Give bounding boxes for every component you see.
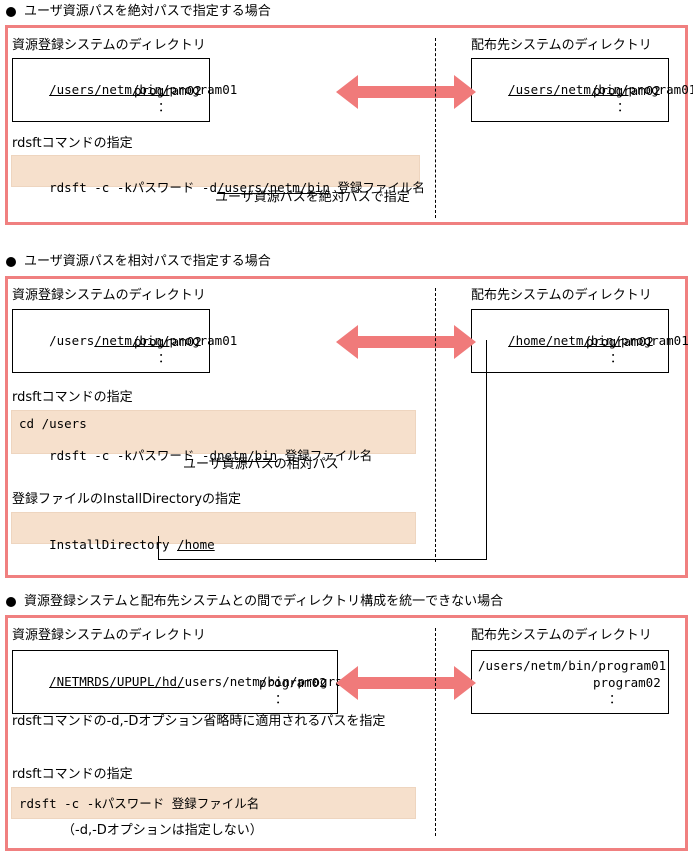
- cmd-note: ユーザ資源パスを絶対パスで指定: [215, 190, 410, 205]
- dest-path: /users/netm/bin/program01: [478, 658, 667, 673]
- source-ellipsis: ：: [158, 350, 171, 365]
- source-program02: program02: [134, 83, 202, 98]
- source-program02: program02: [259, 675, 327, 690]
- source-dir-box: /users/netm/bin/program01 program02 ：: [12, 58, 237, 122]
- source-program01: program01: [169, 82, 238, 97]
- source-ellipsis: ：: [275, 691, 288, 706]
- cmd-label: rdsftコマンドの指定: [12, 767, 133, 782]
- dest-program01: program01: [628, 82, 693, 97]
- section-heading: 資源登録システムと配布先システムとの間でディレクトリ構成を統一できない場合: [24, 594, 504, 609]
- cmd-text: rdsft -c -kパスワード 登録ファイル名: [19, 796, 260, 811]
- dest-dir-box: /home/netm/bin/program01 program02 ：: [471, 309, 689, 373]
- section-heading: ユーザ資源パスを絶対パスで指定する場合: [24, 4, 271, 19]
- source-path-plain: /users: [49, 333, 95, 348]
- cmd-line1: cd /users: [19, 416, 87, 431]
- install-box: InstallDirectory /home: [11, 512, 416, 552]
- section-bullet: [6, 597, 16, 607]
- cmd-label: rdsftコマンドの指定: [12, 390, 133, 405]
- cmd-suffix: 登録ファイル名: [277, 448, 373, 463]
- cmd-note: ユーザ資源パスの相対パス: [183, 457, 339, 472]
- system-divider: [435, 628, 436, 836]
- install-label: 登録ファイルのInstallDirectoryの指定: [12, 492, 242, 507]
- dest-path-underlined: /home/netm/bin/: [508, 333, 621, 348]
- cmd-path-underlined: /users/netm/bin: [216, 180, 330, 195]
- section-frame: [5, 25, 688, 225]
- cmd-note: （-d,-Dオプションは指定しない）: [62, 823, 263, 838]
- dest-dir-box: /users/netm/bin/program01 program02 ：: [471, 58, 693, 122]
- source-path-plain: users/netm/bin/program01: [184, 674, 366, 689]
- source-program01: program01: [169, 333, 238, 348]
- double-arrow-icon: [336, 666, 476, 700]
- source-program02: program02: [134, 334, 202, 349]
- dest-program02: program02: [593, 83, 661, 98]
- dest-dir-box: /users/netm/bin/program01 program02 ：: [471, 650, 669, 714]
- cmd-suffix: 登録ファイル名: [329, 180, 425, 195]
- cmd-path-underlined: netm/bin: [216, 448, 278, 463]
- cmd-prefix: rdsft -c -kパスワード -d: [49, 180, 217, 195]
- command-box: rdsft -c -kパスワード -d/users/netm/bin 登録ファイ…: [11, 155, 425, 195]
- dest-program01: program01: [621, 333, 689, 348]
- command-box: cd /users rdsft -c -kパスワード -dnetm/bin 登録…: [11, 410, 416, 463]
- source-ellipsis: ：: [158, 99, 171, 114]
- cmd-label: rdsftコマンドの指定: [12, 136, 133, 151]
- dest-ellipsis: ：: [610, 350, 623, 365]
- source-path-underlined: /netm/bin/: [94, 333, 170, 348]
- double-arrow-icon: [336, 75, 476, 109]
- source-dir-box: /users/netm/bin/program01 program02 ：: [12, 309, 237, 373]
- install-prefix: InstallDirectory: [49, 537, 178, 552]
- section-frame: [5, 276, 688, 578]
- dest-dir-title: 配布先システムのディレクトリ: [471, 288, 652, 303]
- source-dir-box: /NETMRDS/UPUPL/hd/users/netm/bin/program…: [12, 650, 365, 714]
- dest-program02: program02: [586, 334, 654, 349]
- source-dir-title: 資源登録システムのディレクトリ: [12, 38, 206, 53]
- install-path-underlined: /home: [177, 537, 215, 552]
- connector-line: [158, 559, 487, 560]
- section-bullet: [6, 7, 16, 17]
- source-caption: rdsftコマンドの-d,-Dオプション省略時に適用されるパスを指定: [12, 714, 386, 729]
- dest-dir-title: 配布先システムのディレクトリ: [471, 38, 652, 53]
- cmd-prefix: rdsft -c -kパスワード -d: [49, 448, 217, 463]
- source-dir-title: 資源登録システムのディレクトリ: [12, 628, 206, 643]
- source-path-underlined: /users/netm/bin/: [49, 82, 170, 97]
- source-dir-title: 資源登録システムのディレクトリ: [12, 288, 206, 303]
- section-frame: [5, 615, 688, 851]
- dest-path-underlined: /users/netm/bin/: [508, 82, 629, 97]
- dest-ellipsis: ：: [617, 99, 630, 114]
- section-heading: ユーザ資源パスを相対パスで指定する場合: [24, 254, 271, 269]
- connector-line: [486, 340, 487, 560]
- dest-program02: program02: [593, 675, 661, 690]
- section-bullet: [6, 257, 16, 267]
- double-arrow-icon: [336, 325, 476, 359]
- system-divider: [435, 38, 436, 218]
- source-path-underlined: /NETMRDS/UPUPL/hd/: [49, 674, 185, 689]
- system-divider: [435, 288, 436, 562]
- dest-dir-title: 配布先システムのディレクトリ: [471, 628, 652, 643]
- connector-line: [158, 536, 159, 560]
- dest-ellipsis: ：: [609, 691, 622, 706]
- command-box: rdsft -c -kパスワード 登録ファイル名: [11, 787, 416, 819]
